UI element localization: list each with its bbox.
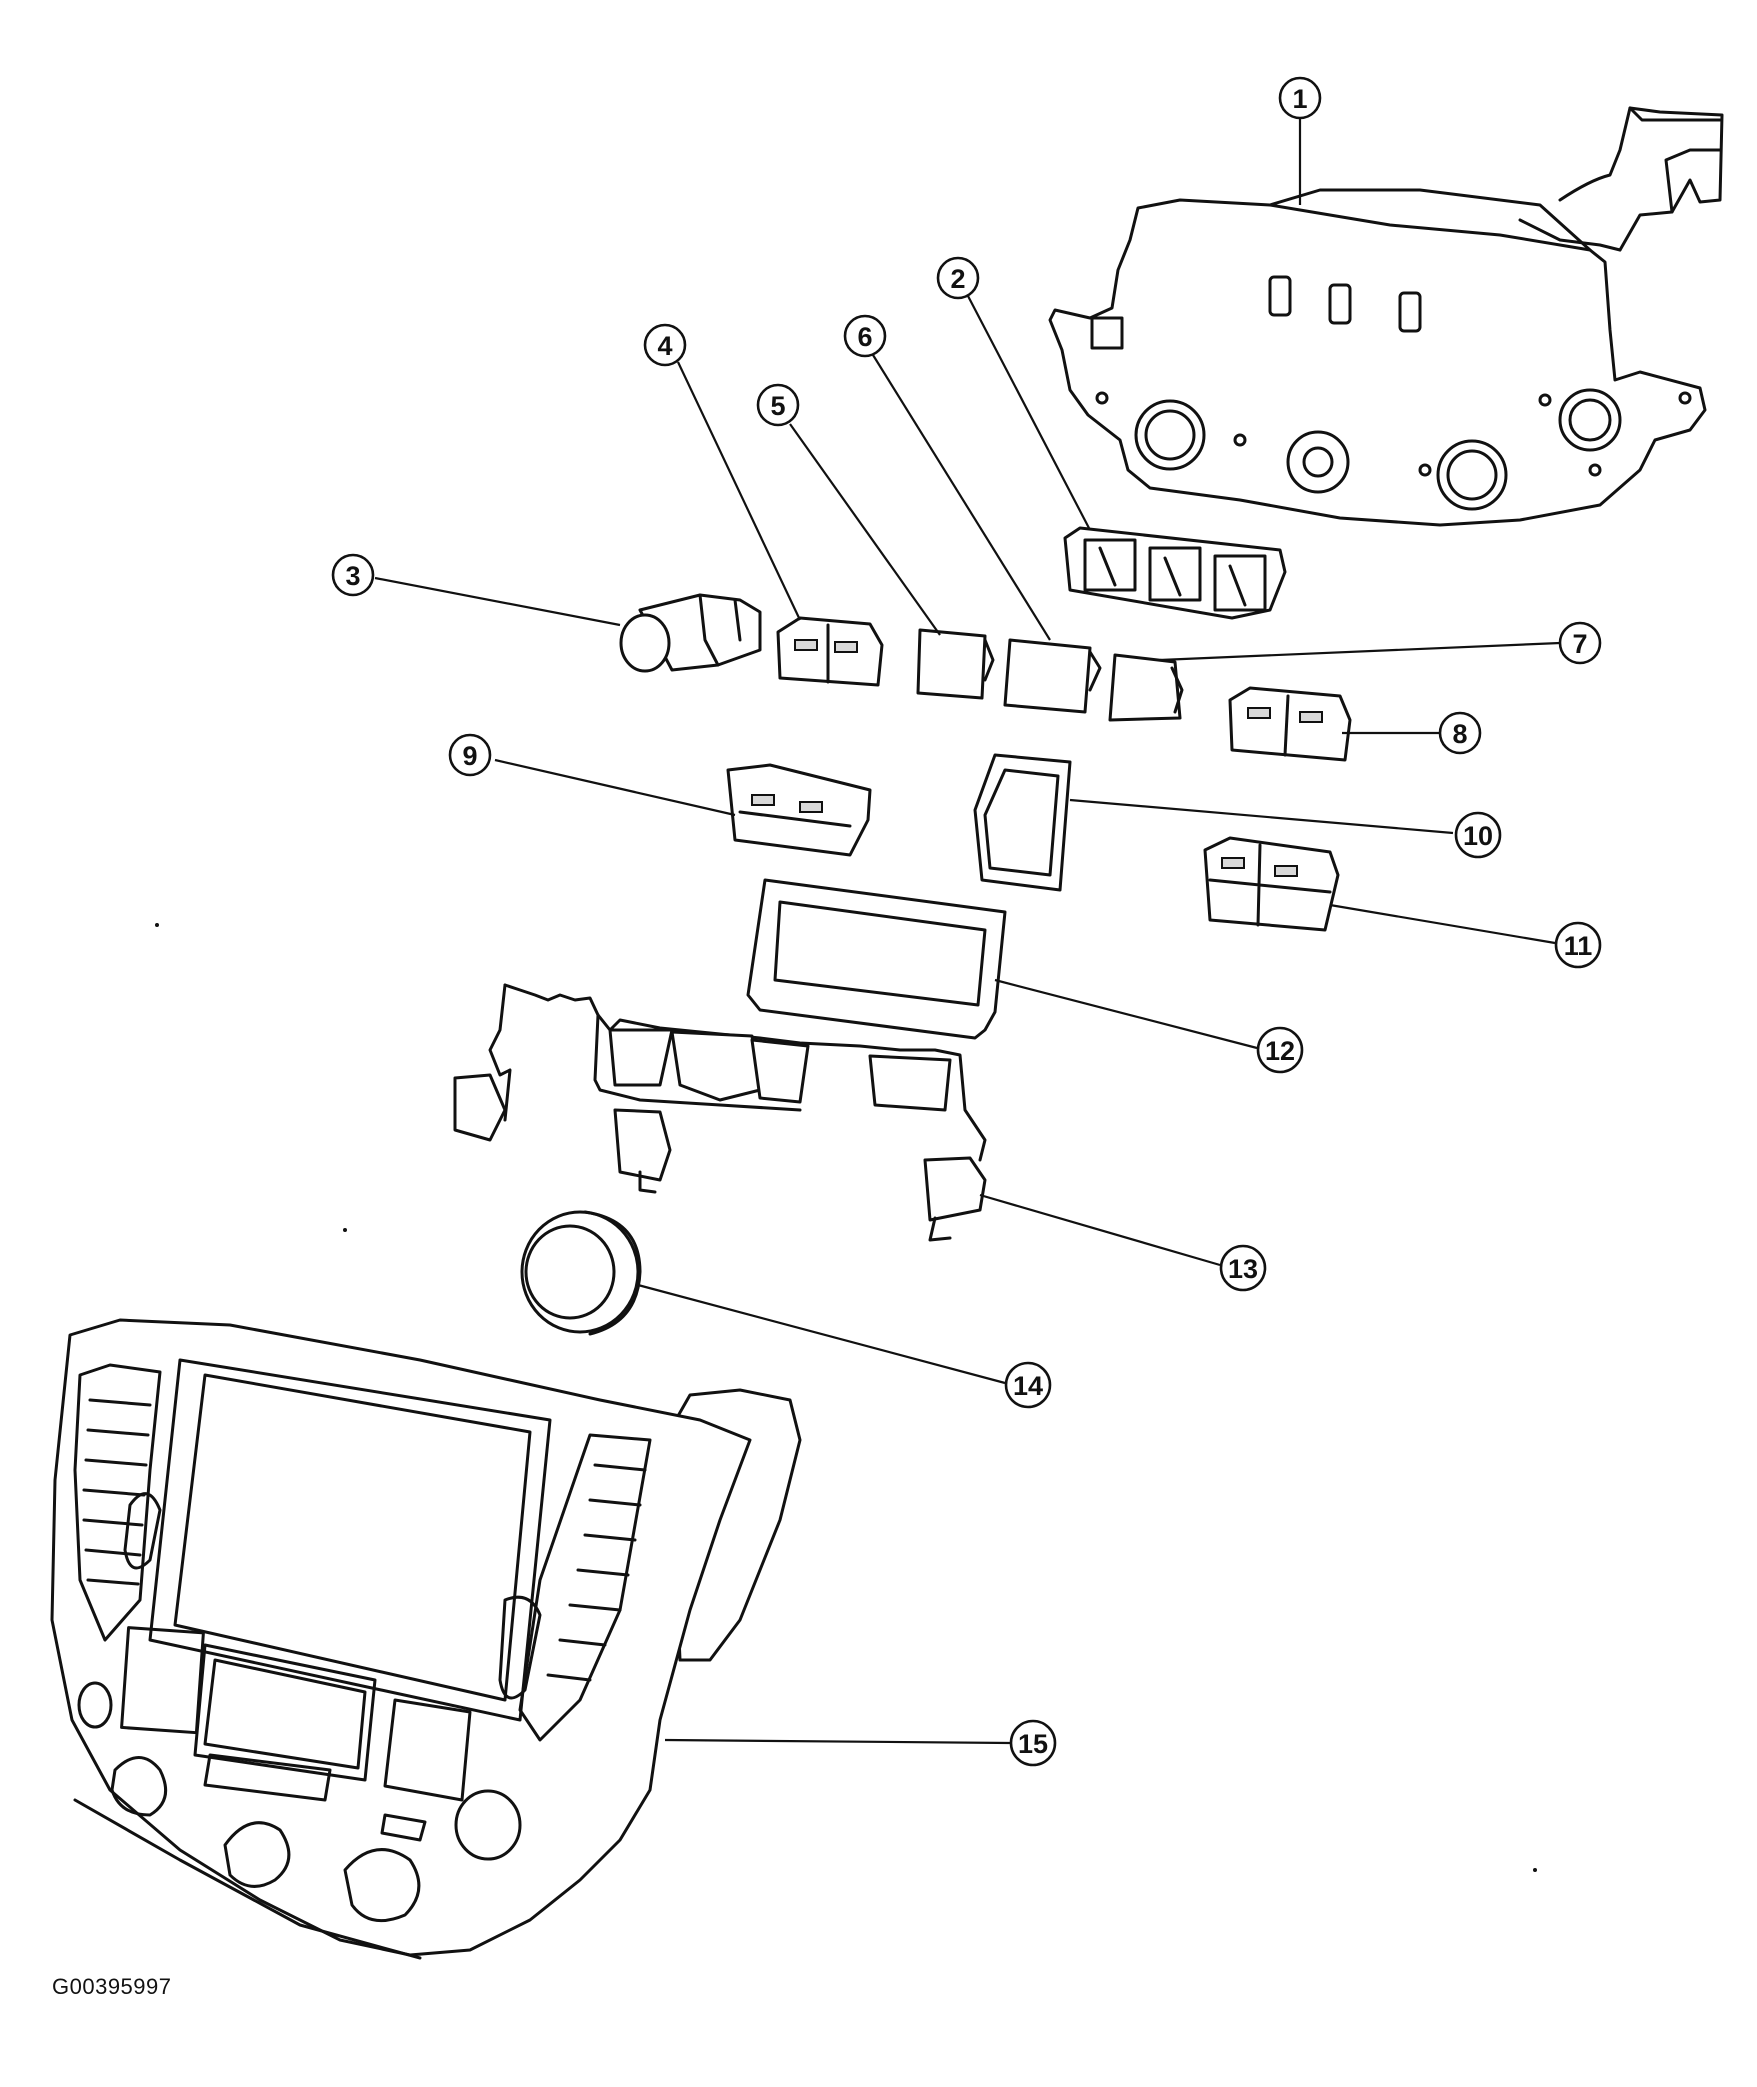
callout-11-label: 11 <box>1564 931 1593 961</box>
callout-5: 5 <box>756 383 800 427</box>
part-11-double-switch <box>1203 836 1340 932</box>
part-4-double-switch <box>776 616 884 687</box>
callout-9-label: 9 <box>462 741 477 771</box>
leader-12 <box>994 978 1258 1050</box>
leader-9 <box>494 758 736 817</box>
callout-3: 3 <box>331 553 375 597</box>
callout-13-label: 13 <box>1228 1254 1258 1284</box>
part-15-center-panel <box>50 1318 802 1960</box>
callout-8: 8 <box>1438 711 1482 755</box>
part-1-control-module <box>1048 106 1724 527</box>
callout-3-label: 3 <box>345 561 360 591</box>
callout-8-label: 8 <box>1452 719 1467 749</box>
part-12-bezel-frame <box>746 878 1007 1040</box>
callout-10: 10 <box>1454 811 1502 859</box>
leader-15 <box>664 1738 1011 1745</box>
part-5-switch-key <box>916 628 995 700</box>
part-7-switch-key <box>1108 653 1184 722</box>
callout-14-label: 14 <box>1013 1371 1043 1401</box>
part-10-bezel-frame <box>973 753 1072 892</box>
scan-dot <box>1533 1868 1537 1872</box>
part-14-knob-ring <box>520 1210 642 1336</box>
callout-12-label: 12 <box>1265 1036 1295 1066</box>
leader-13 <box>979 1193 1221 1267</box>
callout-9: 9 <box>448 733 492 777</box>
part-9-switch <box>726 763 872 857</box>
leader-4 <box>677 361 801 621</box>
leader-5 <box>789 423 941 636</box>
callout-1: 1 <box>1278 76 1322 120</box>
callout-1-label: 1 <box>1292 84 1307 114</box>
scan-dot <box>343 1228 347 1232</box>
callout-15-label: 15 <box>1018 1729 1048 1759</box>
callout-4: 4 <box>643 323 687 367</box>
leader-2 <box>967 295 1091 531</box>
leader-lines <box>374 118 1561 1745</box>
callout-13: 13 <box>1219 1244 1267 1292</box>
part-2-switch-block <box>1063 526 1287 620</box>
leader-6 <box>872 354 1051 641</box>
callout-5-label: 5 <box>770 391 785 421</box>
callout-7-label: 7 <box>1572 629 1587 659</box>
callout-14: 14 <box>1004 1361 1052 1409</box>
part-8-double-switch <box>1228 686 1352 762</box>
figure-id-label: G00395997 <box>52 1974 172 1999</box>
leader-14 <box>637 1283 1006 1385</box>
callout-12: 12 <box>1256 1026 1304 1074</box>
leader-11 <box>1329 903 1556 945</box>
scan-dot <box>155 923 159 927</box>
callout-11: 11 <box>1554 921 1602 969</box>
callout-15: 15 <box>1009 1719 1057 1767</box>
callout-2-label: 2 <box>950 264 965 294</box>
leader-3 <box>374 576 621 627</box>
part-3-knob-switch <box>619 593 762 673</box>
callout-4-label: 4 <box>657 331 672 361</box>
callout-6-label: 6 <box>857 322 872 352</box>
part-13-switch-carrier <box>453 983 987 1242</box>
callout-2: 2 <box>936 256 980 300</box>
leader-7 <box>1159 641 1561 662</box>
leader-10 <box>1069 798 1454 835</box>
callout-6: 6 <box>843 314 887 358</box>
callout-10-label: 10 <box>1463 821 1493 851</box>
callout-7: 7 <box>1558 621 1602 665</box>
part-6-switch-key <box>1003 638 1102 714</box>
